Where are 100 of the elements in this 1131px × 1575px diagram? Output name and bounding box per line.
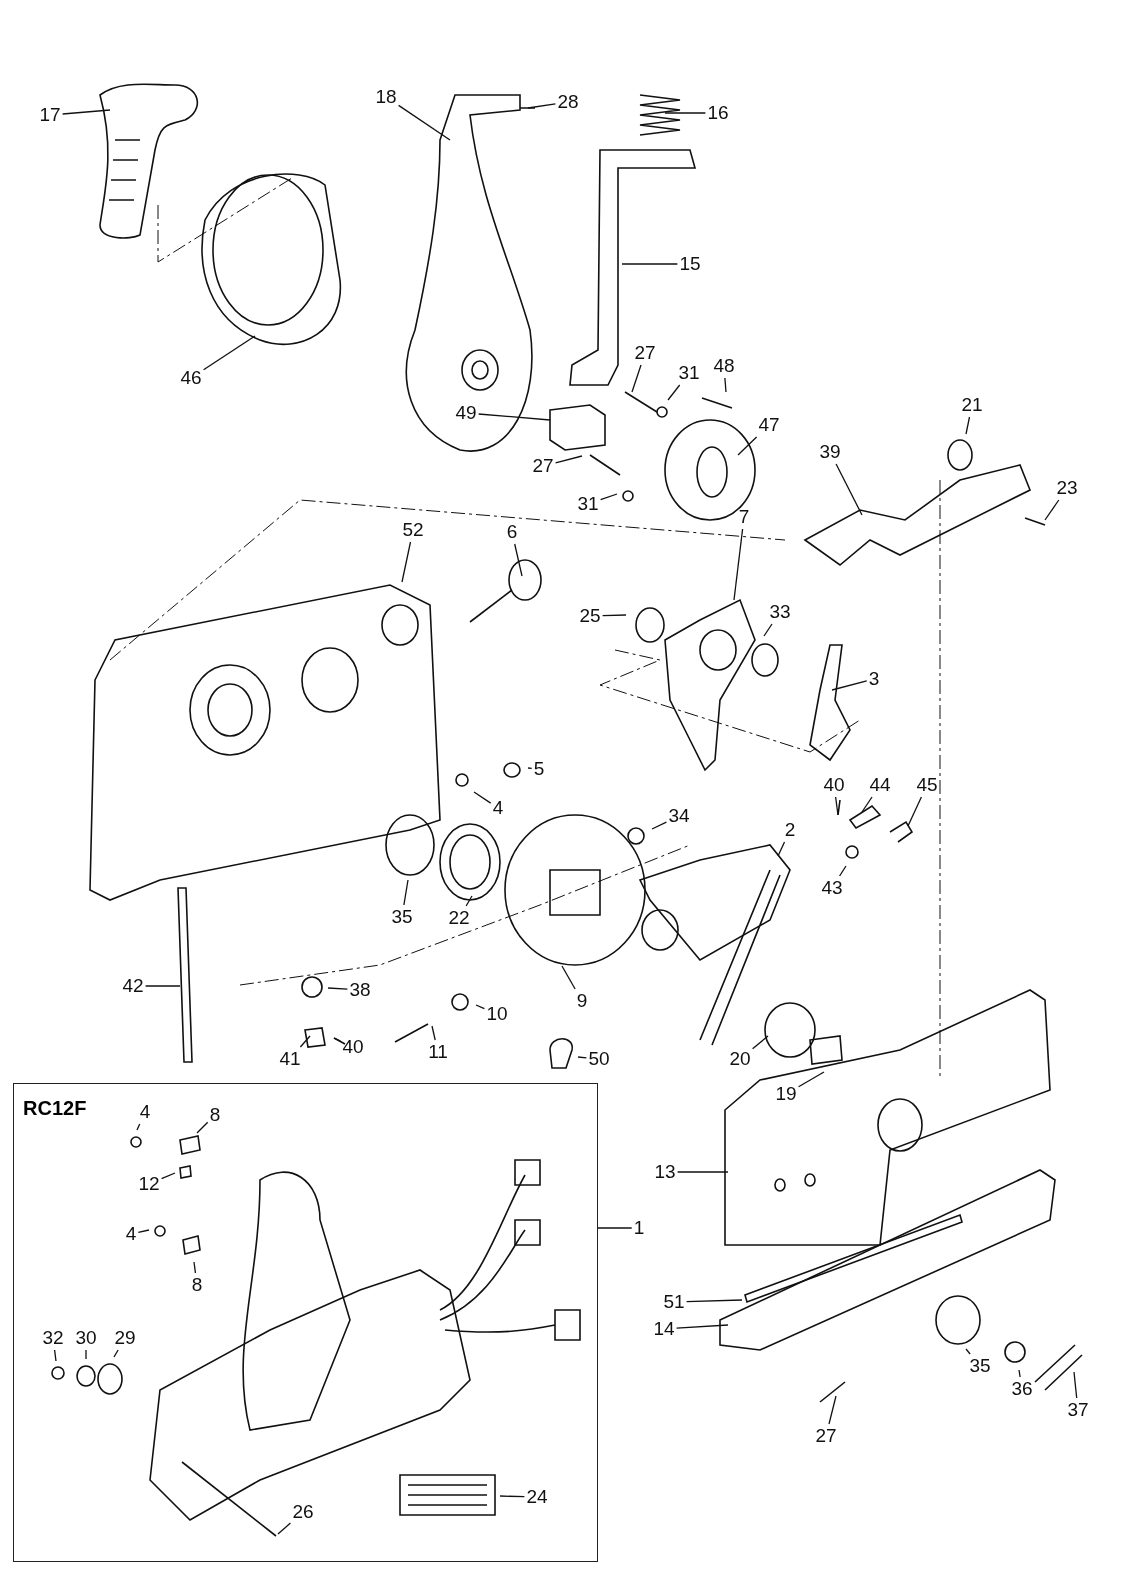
callout-number: 46 <box>180 368 202 388</box>
callout-number: 47 <box>758 415 780 435</box>
leader-line <box>113 1349 119 1358</box>
callout-number: 6 <box>506 522 518 542</box>
leader-line <box>85 1349 87 1360</box>
inset-frame <box>13 1083 598 1562</box>
leader-line <box>554 455 583 464</box>
leader-line <box>831 680 868 691</box>
leader-line <box>403 879 409 906</box>
callout-number: 8 <box>191 1275 203 1295</box>
leader-line <box>277 1522 292 1535</box>
leader-line <box>196 1121 209 1134</box>
callout-number: 52 <box>402 520 424 540</box>
leader-line <box>577 1056 588 1059</box>
leader-line <box>828 1395 837 1425</box>
leader-line <box>1044 499 1060 521</box>
callout-number: 27 <box>532 456 554 476</box>
callout-number: 15 <box>679 254 701 274</box>
callout-number: 8 <box>209 1105 221 1125</box>
callout-number: 38 <box>349 980 371 1000</box>
leader-line <box>475 1004 486 1010</box>
leader-line <box>676 1171 729 1173</box>
leader-line <box>834 796 839 816</box>
leader-line <box>664 112 707 114</box>
callout-number: 19 <box>775 1084 797 1104</box>
callout-number: 31 <box>577 494 599 514</box>
leader-line <box>599 493 618 501</box>
leader-line <box>597 1227 633 1229</box>
leader-line <box>136 1123 141 1131</box>
callout-number: 40 <box>823 775 845 795</box>
callout-number: 5 <box>533 759 545 779</box>
leader-line <box>724 377 727 393</box>
leader-line <box>61 109 111 115</box>
leader-line <box>907 796 923 827</box>
callout-number: 48 <box>713 356 735 376</box>
leader-line <box>861 796 873 813</box>
callout-number: 49 <box>455 403 477 423</box>
callout-number: 13 <box>654 1162 676 1182</box>
callout-number: 28 <box>557 92 579 112</box>
leader-line <box>527 767 533 769</box>
callout-number: 3 <box>868 669 880 689</box>
model-heading: RC12F <box>23 1097 87 1119</box>
leader-line <box>601 614 627 617</box>
callout-number: 51 <box>663 1292 685 1312</box>
leader-line <box>465 895 473 907</box>
callout-number: 25 <box>579 606 601 626</box>
callout-number: 16 <box>707 103 729 123</box>
leader-line <box>53 1349 57 1362</box>
leader-line <box>397 104 451 141</box>
leader-line <box>327 987 349 990</box>
leader-line <box>401 541 412 583</box>
callout-number: 32 <box>42 1328 64 1348</box>
callout-number: 43 <box>821 878 843 898</box>
callout-number: 4 <box>492 798 504 818</box>
leader-line <box>561 965 576 990</box>
callout-number: 1 <box>633 1218 645 1238</box>
callout-number: 40 <box>342 1037 364 1057</box>
leader-line <box>777 841 786 857</box>
leader-line <box>333 1037 342 1042</box>
leader-line <box>299 1035 311 1048</box>
callout-number: 20 <box>729 1049 751 1069</box>
callout-number: 41 <box>279 1049 301 1069</box>
leader-line <box>685 1299 743 1303</box>
callout-number: 44 <box>869 775 891 795</box>
callout-number: 42 <box>122 976 144 996</box>
leader-line <box>797 1071 825 1088</box>
leader-line <box>621 263 679 265</box>
leader-line <box>202 335 256 371</box>
callout-number: 27 <box>815 1426 837 1446</box>
leader-line <box>527 103 557 109</box>
leader-line <box>737 436 758 456</box>
callout-number: 14 <box>653 1319 675 1339</box>
callout-number: 11 <box>428 1042 448 1062</box>
callout-number: 26 <box>292 1502 314 1522</box>
leader-line <box>651 821 668 830</box>
callout-number: 37 <box>1067 1400 1089 1420</box>
callout-number: 50 <box>588 1049 610 1069</box>
callout-number: 2 <box>784 820 796 840</box>
callout-number: 34 <box>668 806 690 826</box>
leader-line <box>667 384 681 401</box>
callout-number: 31 <box>678 363 700 383</box>
callout-number: 10 <box>486 1004 508 1024</box>
leader-line <box>499 1495 526 1498</box>
callout-number: 24 <box>526 1487 548 1507</box>
callout-number: 18 <box>375 87 397 107</box>
callout-number: 4 <box>125 1224 137 1244</box>
callout-number: 22 <box>448 908 470 928</box>
leader-line <box>631 364 642 393</box>
callout-number: 30 <box>75 1328 97 1348</box>
leader-line <box>835 463 863 516</box>
callout-number: 29 <box>114 1328 136 1348</box>
callout-number: 4 <box>139 1102 151 1122</box>
leader-line <box>193 1261 197 1274</box>
leader-line <box>965 416 971 435</box>
leader-line <box>965 1348 971 1355</box>
callout-number: 23 <box>1056 478 1078 498</box>
callout-number: 35 <box>969 1356 991 1376</box>
callout-number: 12 <box>138 1174 160 1194</box>
leader-line <box>733 528 744 601</box>
callout-number: 36 <box>1011 1379 1033 1399</box>
